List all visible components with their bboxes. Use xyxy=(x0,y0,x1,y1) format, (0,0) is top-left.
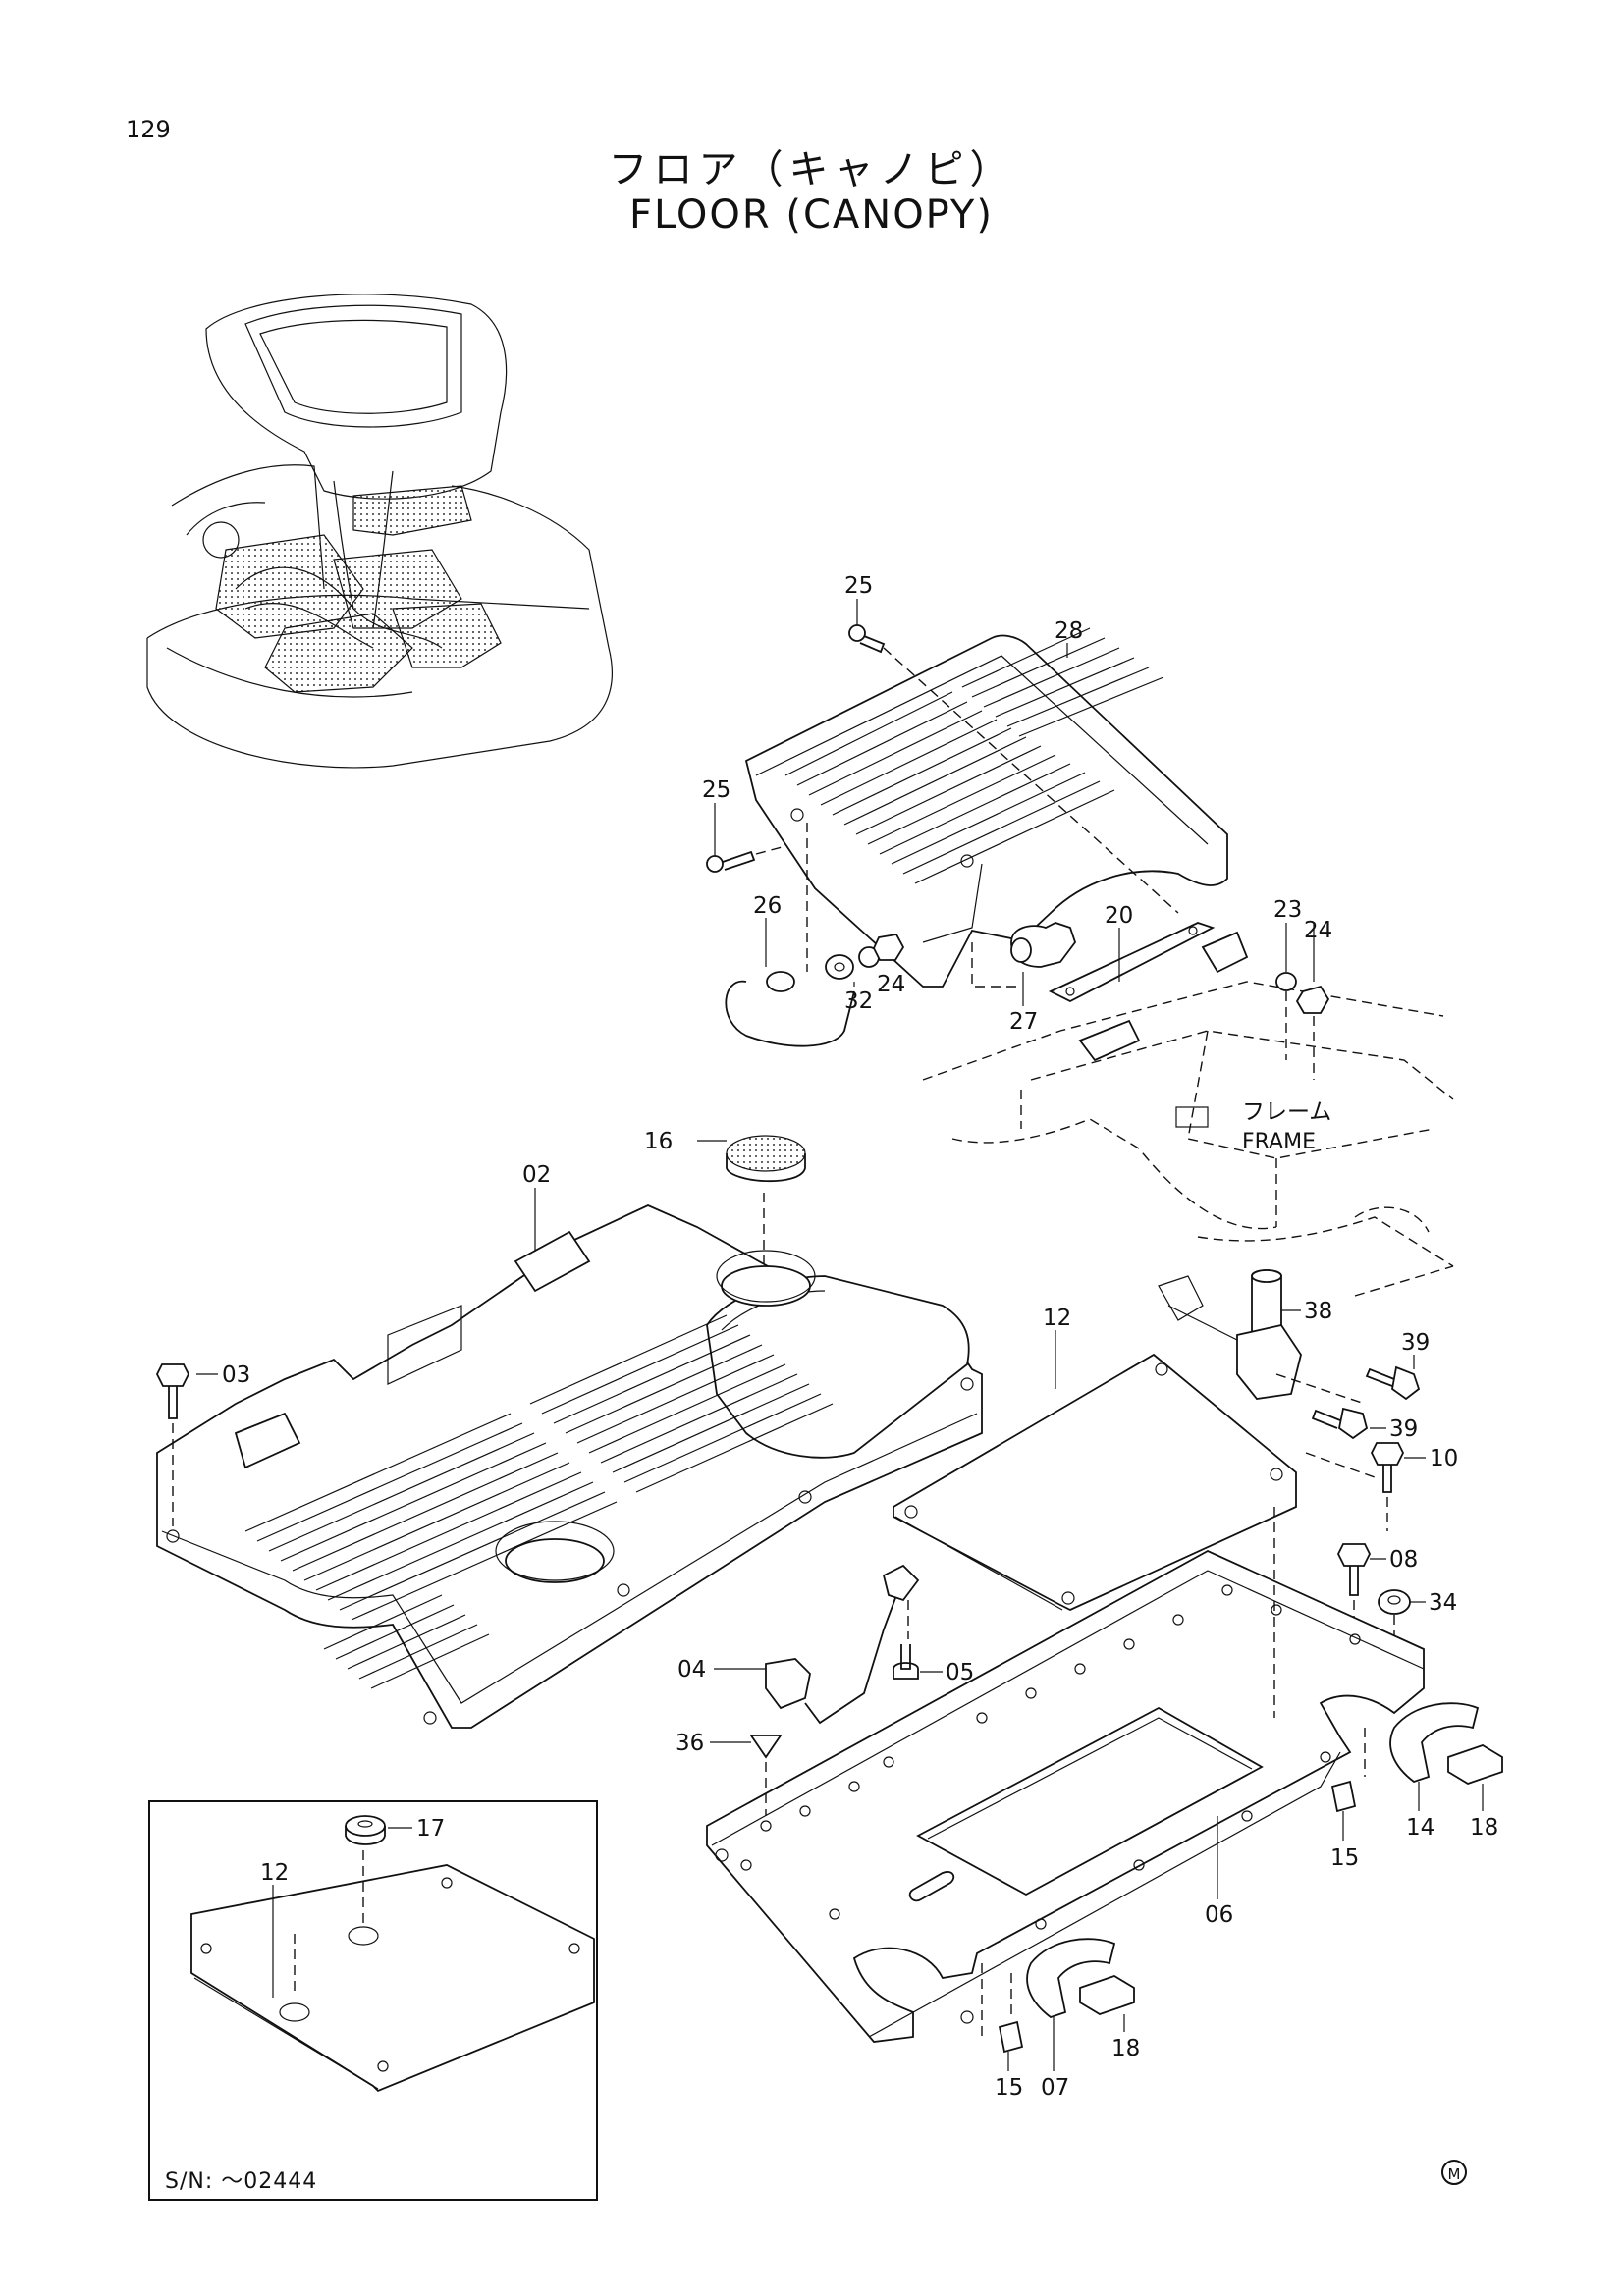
frame-label-english: FRAME xyxy=(1242,1130,1316,1154)
frame-label-japanese: フレーム xyxy=(1242,1099,1331,1125)
plate-holes xyxy=(715,1584,1361,2024)
inset-frame xyxy=(148,1800,598,2201)
machine-overview-sketch xyxy=(146,294,613,769)
callout-16: 16 xyxy=(644,1129,673,1154)
callout-38: 38 xyxy=(1304,1299,1332,1324)
page-number: 129 xyxy=(126,116,171,143)
side-bolts xyxy=(1275,1365,1421,1649)
callout-32: 32 xyxy=(844,988,873,1014)
machine-frame-outline xyxy=(922,981,1454,1297)
floor-plate-02 xyxy=(156,1204,983,1729)
page-title-japanese: フロア（キャノピ） xyxy=(608,147,1015,192)
floor-mat-12 xyxy=(893,1353,1297,1611)
bracket-04 xyxy=(765,1564,920,1725)
callout-14: 14 xyxy=(1406,1815,1434,1841)
edge-trims xyxy=(998,1702,1503,2054)
callout-39-lower: 39 xyxy=(1389,1416,1418,1442)
callout-17: 17 xyxy=(416,1816,445,1842)
callout-15-right: 15 xyxy=(1330,1845,1359,1871)
callout-04: 04 xyxy=(677,1657,706,1682)
callout-02: 02 xyxy=(522,1162,551,1188)
bolt-03 xyxy=(155,1363,190,1526)
callout-12: 12 xyxy=(1043,1306,1071,1331)
cover-hardware xyxy=(706,624,1330,1080)
rivet-36 xyxy=(749,1735,783,1816)
callout-20: 20 xyxy=(1105,903,1133,929)
callout-27: 27 xyxy=(1009,1009,1038,1035)
callout-10: 10 xyxy=(1430,1446,1458,1471)
callout-34: 34 xyxy=(1429,1590,1457,1616)
pin-38 xyxy=(1158,1269,1302,1400)
floor-vent-slots xyxy=(244,1314,834,1689)
callout-12-inset: 12 xyxy=(260,1860,289,1886)
callout-25-left: 25 xyxy=(702,777,730,803)
callout-24-right: 24 xyxy=(1304,918,1332,943)
callout-05: 05 xyxy=(946,1660,974,1685)
m-mark: M xyxy=(1441,2160,1467,2185)
page-title-english: FLOOR (CANOPY) xyxy=(629,192,994,238)
callout-labels: 25 28 25 26 32 24 27 20 23 24 フレーム FRAME… xyxy=(222,573,1498,2101)
callout-06: 06 xyxy=(1205,1902,1233,1928)
callout-36: 36 xyxy=(676,1731,704,1756)
callout-18-bottom: 18 xyxy=(1111,2036,1140,2061)
callout-07: 07 xyxy=(1041,2075,1069,2101)
callout-08: 08 xyxy=(1389,1547,1418,1573)
callout-26: 26 xyxy=(753,893,782,919)
inset-mat-12-grommet-17 xyxy=(190,1815,595,2093)
callout-03: 03 xyxy=(222,1362,250,1388)
serial-number-note: S/N: ～02444 xyxy=(165,2169,318,2194)
callout-25-top: 25 xyxy=(844,573,873,599)
callout-28: 28 xyxy=(1055,618,1083,644)
canopy-floor-cover-28 xyxy=(744,627,1228,988)
callout-15-bottom: 15 xyxy=(995,2075,1023,2101)
callout-24-left: 24 xyxy=(877,972,905,997)
leader-lines xyxy=(196,599,1484,2071)
cap-16 xyxy=(726,1135,806,1271)
callout-23: 23 xyxy=(1273,897,1302,923)
floor-base-plate-06 xyxy=(706,1507,1425,2043)
callout-18-right: 18 xyxy=(1470,1815,1498,1841)
cover-vent-slots xyxy=(784,627,1164,884)
callout-39-upper: 39 xyxy=(1401,1330,1430,1356)
